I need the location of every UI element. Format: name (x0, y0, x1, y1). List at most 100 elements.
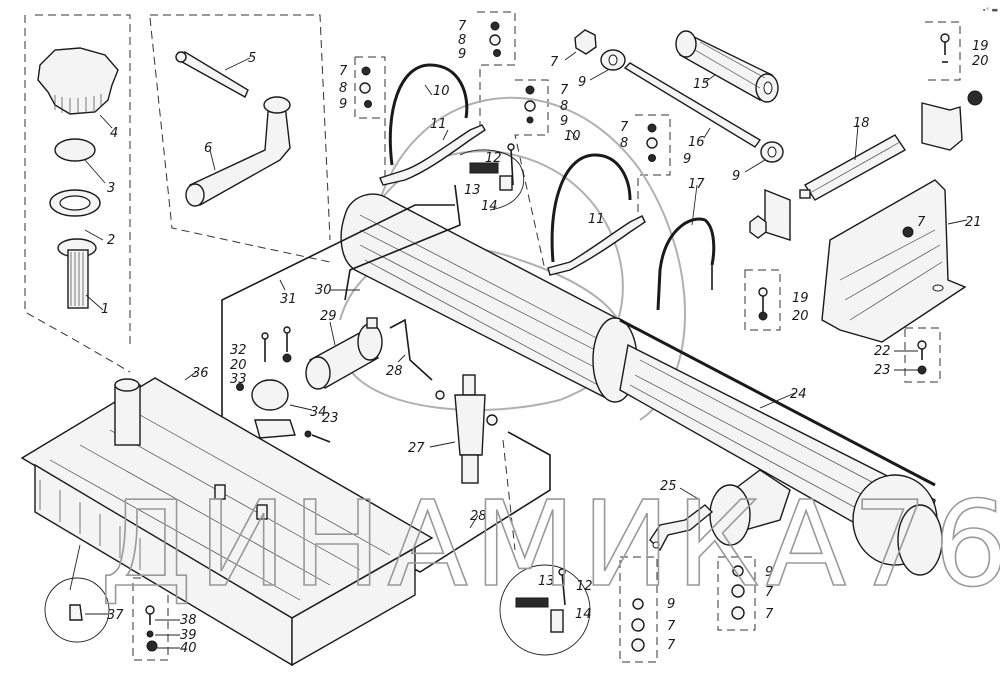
nut-b7 (490, 21, 500, 31)
pump-29 (305, 317, 383, 390)
label-flange-7b: 7 (765, 607, 774, 622)
label-24: 24 (790, 387, 807, 402)
label-19-right: 19 (972, 39, 989, 54)
detail-circle-top (459, 143, 525, 211)
gasket-hole (59, 195, 91, 211)
tools-group-outline (150, 14, 331, 241)
label-1: 1 (101, 302, 109, 317)
leader-top-7 (564, 51, 577, 61)
leader-24 (759, 392, 796, 409)
label-top-7: 7 (550, 55, 559, 70)
label-37: 37 (107, 608, 124, 623)
label-rod-9: 9 (732, 169, 740, 184)
label-33: 33 (230, 372, 247, 387)
bolt-22-23 (917, 340, 927, 375)
group-outlines (24, 11, 961, 663)
label-flange-7a: 7 (765, 585, 774, 600)
leader-4 (99, 114, 113, 129)
label-16: 16 (688, 135, 705, 150)
label-b9: 9 (458, 47, 466, 62)
label-3: 3 (107, 181, 115, 196)
leader-31 (279, 279, 286, 291)
hw-d-outline (635, 114, 671, 220)
label-36: 36 (192, 366, 209, 381)
label-10-right: 10 (564, 129, 581, 144)
washer-d9 (648, 154, 656, 162)
nut-top-7 (574, 29, 597, 55)
label-19-mid: 19 (792, 291, 809, 306)
clip-bolt-23-head (304, 430, 312, 438)
label-21: 21 (965, 215, 982, 230)
drain-bolt-group (145, 605, 158, 652)
washer-rod-9-hole (767, 146, 777, 158)
label-22: 22 (874, 344, 891, 359)
strap-nut-7b (631, 638, 645, 652)
label-13-top: 13 (464, 183, 481, 198)
label-6: 6 (204, 141, 212, 156)
leader-29 (329, 321, 336, 346)
detail-circle-bottom (499, 564, 591, 656)
label-clip-23: 23 (322, 411, 339, 426)
strap-25 (649, 504, 714, 552)
leader-18 (854, 124, 859, 161)
filler-strainer (57, 238, 97, 309)
leader-21 (947, 219, 968, 225)
corner-block (921, 90, 983, 151)
drain-detail-circle (44, 577, 110, 643)
label-40: 40 (180, 641, 197, 656)
fuel-line-30 (344, 184, 461, 301)
label-d7: 7 (620, 120, 629, 135)
label-4: 4 (110, 126, 118, 141)
label-20-right: 20 (972, 54, 989, 69)
clamp-right (547, 153, 646, 276)
detail-leader (502, 439, 516, 551)
nut-a7 (361, 66, 371, 76)
leader-10-left (424, 84, 433, 96)
nut-c7 (525, 85, 535, 95)
leader-25 (679, 487, 701, 501)
label-c7: 7 (560, 83, 569, 98)
label-strap-7a: 7 (667, 619, 676, 634)
rod-16 (623, 62, 762, 148)
flange-nut-7a (731, 584, 745, 598)
label-flange-9: 9 (765, 565, 773, 580)
washer-top-9-hole (608, 54, 618, 66)
flange-washer-9 (732, 565, 744, 577)
label-25: 25 (660, 479, 677, 494)
label-17: 17 (688, 177, 705, 192)
fuel-filter-27 (435, 374, 498, 484)
label-28-lower: 28 (470, 509, 487, 524)
label-34: 34 (310, 405, 327, 420)
hw-a-outline-left (354, 57, 383, 119)
bolt-19-20-mid (758, 287, 768, 321)
strap-hw-outline (619, 556, 658, 663)
label-23: 23 (874, 363, 891, 378)
label-b8: 8 (458, 33, 466, 48)
leader-28-lower (469, 514, 479, 529)
seal-ring (54, 138, 96, 162)
small-bracket (749, 188, 791, 241)
tool-wrench-bar (175, 51, 249, 98)
label-10-left: 10 (433, 84, 450, 99)
label-30: 30 (315, 283, 332, 298)
fuel-line-31 (221, 204, 455, 470)
label-20-clip: 20 (230, 358, 247, 373)
flange-hw-outline (717, 556, 756, 631)
tool-socket-wrench (185, 96, 291, 207)
label-12-top: 12 (485, 151, 502, 166)
leader-2 (84, 229, 104, 241)
hw-right-outline (925, 21, 961, 81)
leader-15 (704, 74, 716, 83)
leader-27 (429, 441, 456, 448)
castle-nut-d8 (646, 137, 658, 149)
castle-nut-a8 (359, 82, 371, 94)
clip-bolts (236, 326, 292, 391)
drain-plug-37 (69, 604, 83, 621)
washer-c9 (526, 116, 534, 124)
label-top-9: 9 (578, 75, 586, 90)
label-15: 15 (693, 77, 710, 92)
fuel-tank-36 (20, 377, 434, 667)
leader-36 (184, 371, 197, 381)
hw-b-outline (477, 11, 516, 130)
